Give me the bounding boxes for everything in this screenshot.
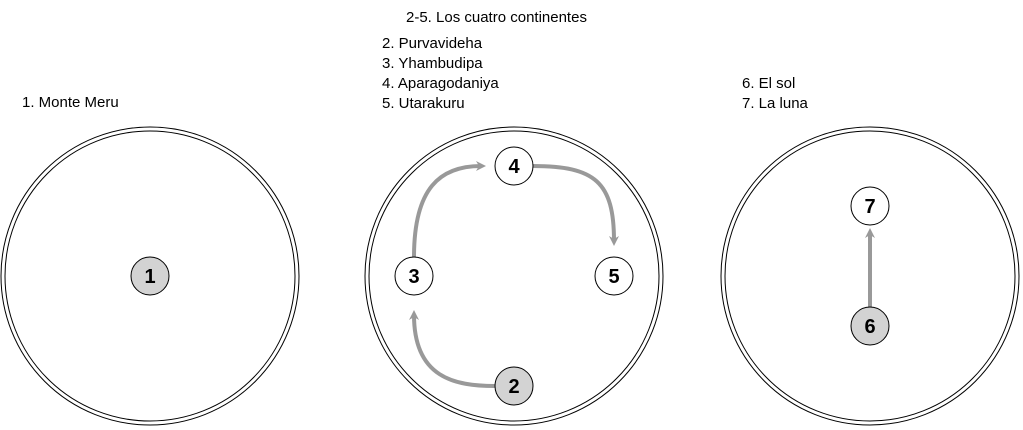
arrow-2-to-3	[409, 310, 496, 388]
node-5: 5	[594, 256, 634, 296]
node-1: 1	[130, 256, 170, 296]
continent-item-5: 5. Utarakuru	[382, 95, 465, 112]
arrow-4-to-5	[532, 164, 619, 246]
node-4-label: 4	[508, 156, 520, 178]
sun-moon-item-6: 6. El sol	[742, 75, 795, 92]
meru-caption: 1. Monte Meru	[22, 94, 119, 111]
node-7: 7	[850, 186, 890, 226]
node-6: 6	[850, 306, 890, 346]
node-5-label: 5	[608, 266, 619, 288]
node-6-label: 6	[864, 316, 875, 338]
node-4: 4	[494, 146, 534, 186]
node-2: 2	[494, 366, 534, 406]
sun-moon-inner-ring	[724, 130, 1016, 422]
sun-moon-item-7: 7. La luna	[742, 95, 809, 112]
node-1-label: 1	[144, 266, 155, 288]
continent-item-4: 4. Aparagodaniya	[382, 75, 499, 92]
panel-meru: 1. Monte Meru 1	[0, 94, 300, 426]
node-3-label: 3	[408, 266, 419, 288]
node-7-label: 7	[864, 196, 875, 218]
meru-inner-ring	[4, 130, 296, 422]
continent-item-3: 3. Yhambudipa	[382, 55, 483, 72]
panel-continents: 2-5. Los cuatro continentes 2. Purvavide…	[364, 9, 664, 426]
panel-sun-moon: 6. El sol 7. La luna 6 7	[720, 75, 1020, 426]
arrow-3-to-4	[412, 161, 486, 258]
continent-item-2: 2. Purvavideha	[382, 35, 483, 52]
continents-heading: 2-5. Los cuatro continentes	[406, 9, 587, 26]
continents-outer-ring	[364, 126, 664, 426]
node-3: 3	[394, 256, 434, 296]
continents-inner-ring	[368, 130, 660, 422]
node-2-label: 2	[508, 376, 519, 398]
